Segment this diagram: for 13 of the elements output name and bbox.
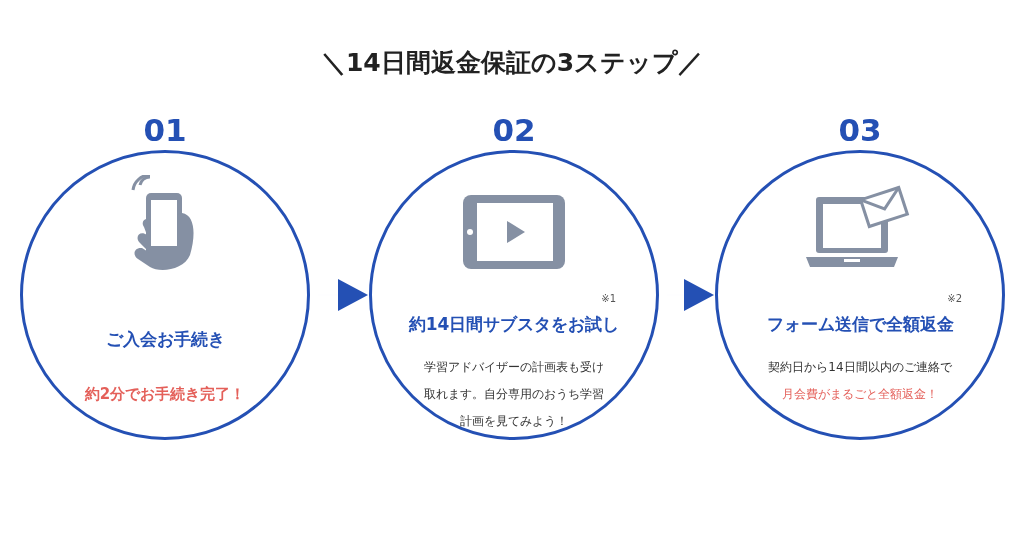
footnote-mark: ※1 [601, 293, 616, 304]
step-number: 01 [143, 112, 187, 148]
highlight-text: 月会費がまるごと全額返金！ [782, 386, 938, 403]
step-number: 03 [838, 112, 882, 148]
step-title: ご入会お手続き [105, 328, 225, 351]
footnote-mark: ※2 [947, 293, 962, 304]
step-title: フォーム送信で全額返金 [766, 313, 954, 336]
step-title: 約14日間サブスタをお試し [408, 313, 620, 336]
step-description: 学習アドバイザーの計画表も受け取れます。自分専用のおうち学習計画を見てみよう！ [423, 359, 605, 430]
step-number: 02 [492, 112, 536, 148]
diagram-title: ＼14日間返金保証の3ステップ／ [319, 47, 705, 79]
highlight-text: 約2分でお手続き完了！ [84, 384, 246, 405]
step-description: 契約日から14日間以内のご連絡で [767, 359, 953, 376]
